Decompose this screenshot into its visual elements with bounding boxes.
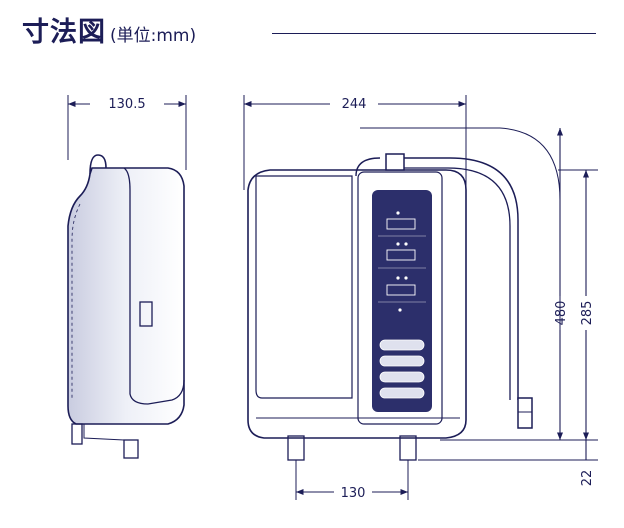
front-body (247, 169, 467, 439)
dimension-lines (68, 100, 598, 496)
display-window (386, 284, 416, 296)
page-title: 寸法図 (22, 17, 106, 48)
indicator-led (396, 276, 400, 280)
inner-contour (71, 203, 81, 400)
side-clip (139, 301, 153, 327)
front-cover (255, 175, 353, 399)
hook (89, 154, 107, 175)
side-body (67, 167, 185, 425)
side-view (67, 95, 187, 459)
pipe-outlet (517, 397, 533, 429)
indicator-led (404, 276, 408, 280)
panel-button (379, 371, 425, 383)
panel-surround (357, 171, 443, 425)
indicator-led (396, 242, 400, 246)
unit-label: (単位:mm) (110, 26, 197, 46)
diagram-header: 寸法図 (単位:mm) (22, 10, 196, 49)
faucet-pipe (355, 127, 561, 440)
pipe-joint (385, 153, 405, 171)
panel-button (379, 387, 425, 399)
front-foot-left (287, 435, 305, 461)
indicator-led (398, 308, 402, 312)
front-foot-right (399, 435, 417, 461)
panel-button (379, 355, 425, 367)
indicator-led (396, 211, 400, 215)
panel-button (379, 339, 425, 351)
display-window (386, 218, 416, 230)
dim-side-depth: 130.5 (108, 97, 145, 112)
front-view (243, 95, 467, 500)
dim-body-height: 285 (580, 301, 595, 326)
pipe-neck (355, 157, 381, 177)
display-window (386, 249, 416, 261)
pipe-inner (388, 167, 511, 400)
shell-seam (123, 167, 185, 405)
dim-feet-height: 22 (580, 470, 595, 487)
control-panel (372, 190, 432, 412)
indicator-led (404, 242, 408, 246)
header-rule (272, 33, 596, 34)
dim-feet-spacing: 130 (341, 486, 366, 501)
pipe-outer (388, 157, 519, 400)
dim-front-width: 244 (342, 97, 367, 112)
dim-height-with-pipe: 480 (554, 301, 569, 326)
base-step (83, 424, 125, 441)
side-foot-right (123, 439, 139, 459)
side-foot-left (71, 423, 83, 445)
